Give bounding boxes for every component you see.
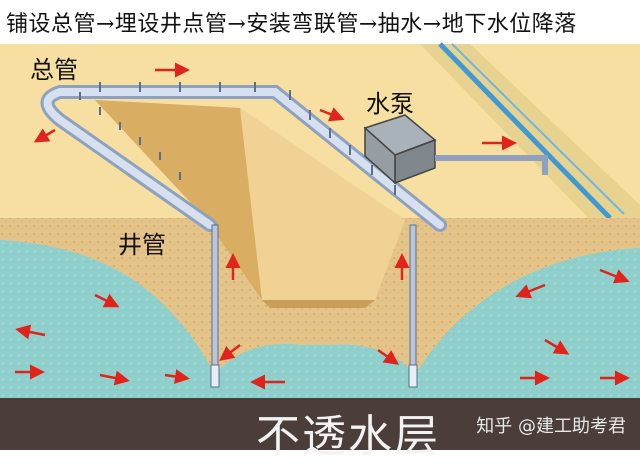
excavation-pit-floor	[240, 108, 405, 300]
label-pump: 水泵	[366, 90, 414, 118]
watermark: 知乎 @建工助考君	[476, 416, 626, 437]
excavation-pit-left-wall	[95, 100, 262, 300]
groundwater-right	[330, 248, 640, 398]
well-pipe-left	[211, 224, 219, 388]
groundwater-left	[0, 240, 300, 398]
label-impermeable-layer: 不透水层	[256, 411, 440, 462]
diagram-title: 铺设总管→埋设井点管→安装弯联管→抽水→地下水位降落	[6, 12, 577, 37]
impermeable-layer	[0, 398, 640, 450]
label-main-pipe: 总管	[30, 56, 78, 84]
label-well-pipe: 井管	[118, 231, 166, 259]
flow-arrows	[15, 62, 630, 390]
top-well-pipes	[99, 82, 256, 92]
title-bar: 铺设总管→埋设井点管→安装弯联管→抽水→地下水位降落	[0, 0, 640, 44]
left-well-pipes	[79, 92, 181, 180]
well-pipe-right	[409, 224, 417, 388]
right-well-pipes	[289, 90, 396, 195]
pump-discharge-pipe	[435, 155, 548, 175]
river-water	[438, 42, 612, 220]
diagram-illustration	[0, 42, 640, 398]
